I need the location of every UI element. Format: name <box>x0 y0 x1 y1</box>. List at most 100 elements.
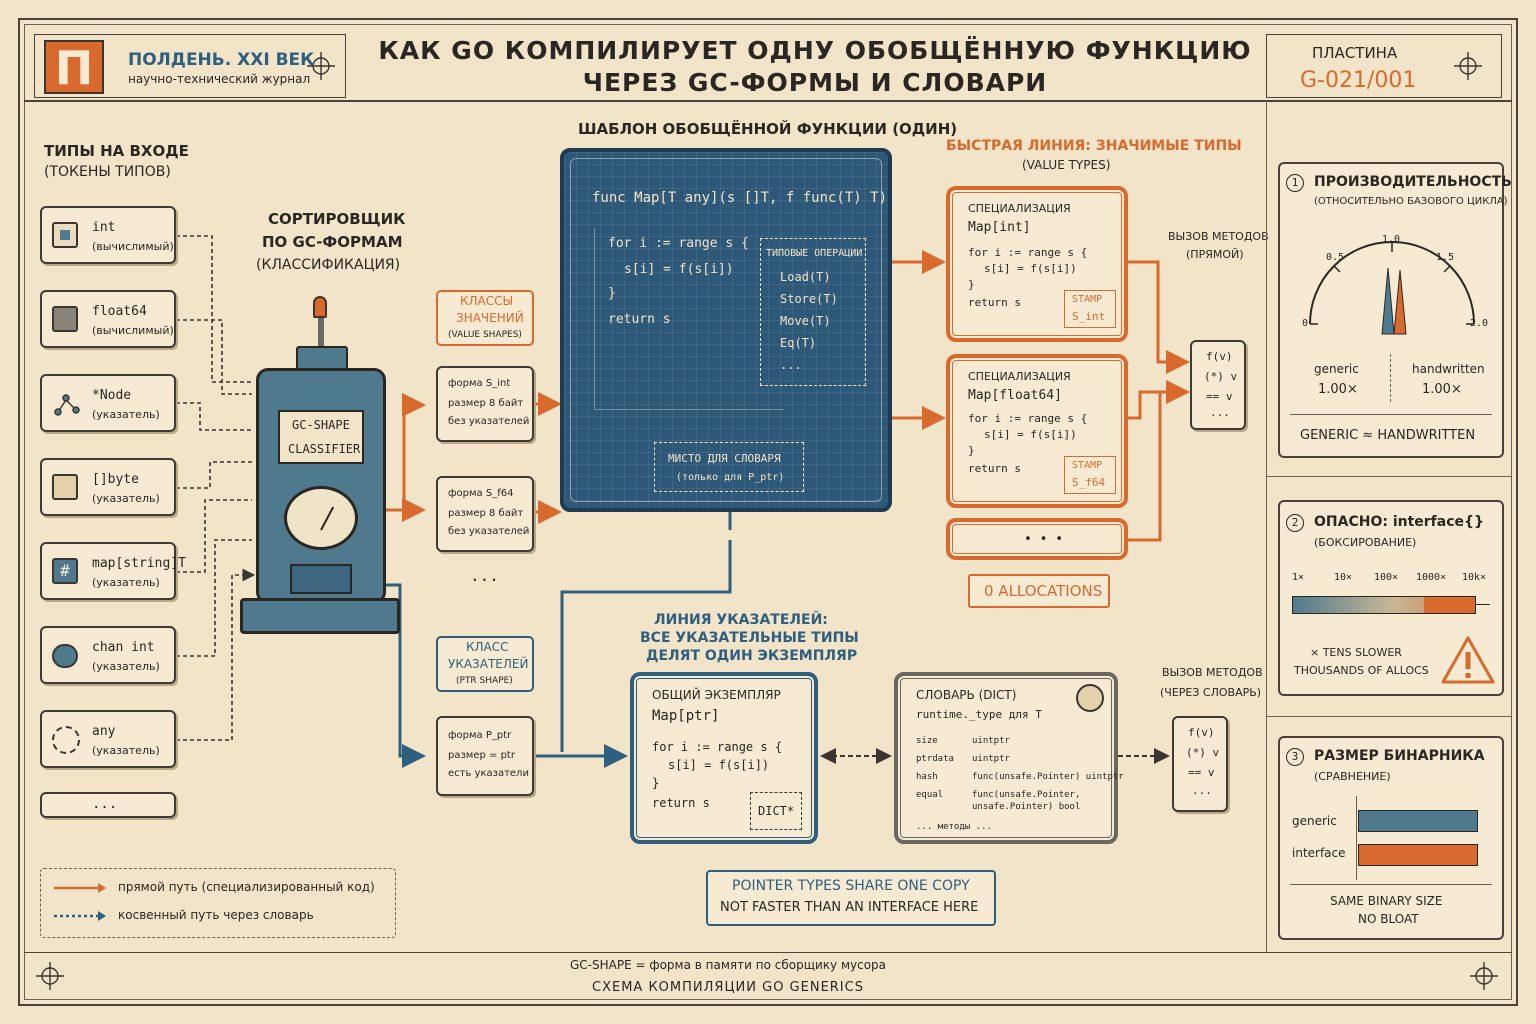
allocations-label: 0 ALLOCATIONS <box>984 582 1103 600</box>
machine-label: GC-SHAPE <box>292 418 350 432</box>
journal-name: ПОЛДЕНЬ. XXI ВЕК <box>128 50 315 70</box>
spec-code-line: } <box>968 278 975 291</box>
spec-map-int[interactable]: СПЕЦИАЛИЗАЦИЯ Map[int] for i := range s … <box>946 186 1128 342</box>
fast-lane-title: БЫСТРАЯ ЛИНИЯ: ЗНАЧИМЫЕ ТИПЫ <box>946 138 1242 154</box>
legend-indirect: косвенный путь через словарь <box>118 908 314 922</box>
perf-generic-value: 1.00× <box>1318 382 1358 397</box>
chip-icon <box>52 222 78 248</box>
page-title-line1: КАК GO КОМПИЛИРУЕТ ОДНУ ОБОБЩЁННУЮ ФУНКЦ… <box>378 36 1252 65</box>
ptr-lane-title-3: ДЕЛЯТ ОДИН ЭКЗЕМПЛЯР <box>646 648 858 664</box>
page-title-line2: ЧЕРЕЗ GC-ФОРМЫ И СЛОВАРИ <box>582 68 1048 97</box>
value-classes-label <box>436 290 534 346</box>
template-code-line: s[i] = f(s[i]) <box>624 262 734 277</box>
graph-icon <box>52 390 80 418</box>
fast-lane-subtitle: (VALUE TYPES) <box>1022 158 1111 172</box>
footer-divider <box>24 952 1512 953</box>
dict-tag <box>750 792 802 830</box>
type-op: Eq(T) <box>780 336 817 350</box>
danger-title: ОПАСНО: interface{} <box>1314 514 1484 530</box>
gauge-tick: 0 <box>1302 318 1309 329</box>
slowdown-scale-bar <box>1292 596 1476 614</box>
type-token-chan[interactable]: chan int (указатель) <box>40 626 176 684</box>
spec-code-line: for i := range s { <box>968 246 1088 259</box>
shape-s-f64[interactable]: форма S_f64 размер 8 байт без указателей <box>436 476 534 552</box>
dict-call-ops: f(v) (*) v == v ... <box>1172 716 1228 812</box>
shape-line: размер 8 байт <box>448 508 524 519</box>
shape-line: без указателей <box>448 416 530 427</box>
ptr-class-title-2: УКАЗАТЕЛЕЙ <box>448 657 529 671</box>
dict-slot-sublabel: (только для P_ptr) <box>676 472 785 483</box>
spec-name: Map[float64] <box>968 388 1062 403</box>
direct-call-sublabel: (ПРЯМОЙ) <box>1186 248 1244 261</box>
sorter-title: СОРТИРОВЩИК <box>268 210 406 228</box>
slice-icon <box>52 474 78 500</box>
dictionary-card[interactable]: СЛОВАРЬ (DICT) runtime._type для T size … <box>894 672 1124 844</box>
binsize-subtitle: (СРАВНЕНИЕ) <box>1314 770 1391 783</box>
shared-code-line: } <box>652 776 660 790</box>
hash-icon: # <box>52 558 78 584</box>
outer-frame <box>18 18 1518 1006</box>
type-kind: (указатель) <box>92 744 160 757</box>
legend-arrows <box>54 883 106 921</box>
spec-code-line: for i := range s { <box>968 412 1088 425</box>
legend <box>40 868 396 938</box>
dictionary-subtitle: runtime._type для T <box>916 708 1042 721</box>
type-name: *Node <box>92 388 132 403</box>
template-code-line: } <box>608 286 616 301</box>
template-signature: func Map[T any](s []T, f func(T) T) []T <box>592 190 921 206</box>
type-token-float64[interactable]: float64 (вычислимый) <box>40 290 176 348</box>
stamp <box>1064 456 1116 494</box>
spec-code-line: return s <box>968 462 1021 475</box>
template-code-line: for i := range s { <box>608 236 749 251</box>
side-divider <box>1266 716 1512 717</box>
shape-line: форма P_ptr <box>448 730 512 741</box>
perf-handwritten-label: handwritten <box>1412 362 1485 376</box>
sorter-subtitle: (КЛАССИФИКАЦИЯ) <box>256 257 401 273</box>
dict-call-label: ВЫЗОВ МЕТОДОВ <box>1162 666 1263 679</box>
type-token-map[interactable]: # map[string]T (указатель) <box>40 542 186 600</box>
shape-line: размер 8 байт <box>448 398 524 409</box>
type-name: int <box>92 220 116 235</box>
spec-label: СПЕЦИАЛИЗАЦИЯ <box>968 202 1071 215</box>
dict-value: func(unsafe.Pointer, <box>972 790 1081 800</box>
ptr-class-subtitle: (PTR SHAPE) <box>456 676 513 686</box>
perf-handwritten-value: 1.00× <box>1422 382 1462 397</box>
spec-code-line: s[i] = f(s[i]) <box>984 262 1077 275</box>
perf-generic-label: generic <box>1314 362 1359 376</box>
dict-value: uintptr <box>972 754 1010 764</box>
shape-s-int[interactable]: форма S_int размер 8 байт без указателей <box>436 366 534 442</box>
dict-key: hash <box>916 772 938 782</box>
ptr-class-label <box>436 636 534 692</box>
bar-generic <box>1358 810 1478 832</box>
allocations-badge <box>968 574 1110 608</box>
call-op: (*) v <box>1204 370 1238 383</box>
performance-title: ПРОИЗВОДИТЕЛЬНОСТЬ <box>1314 174 1512 190</box>
gauge-tick: 2.0 <box>1470 318 1489 329</box>
dict-tag-label: DICT* <box>758 804 795 818</box>
binsize-title: РАЗМЕР БИНАРНИКА <box>1314 748 1485 764</box>
lever-knob <box>313 296 327 318</box>
shape-p-ptr[interactable]: форма P_ptr размер = ptr есть указатели <box>436 716 534 796</box>
direct-call-label: ВЫЗОВ МЕТОДОВ <box>1168 230 1269 243</box>
plate-block <box>1266 34 1502 98</box>
dict-value: func(unsafe.Pointer) uintptr <box>972 772 1124 782</box>
shared-instance-card[interactable]: ОБЩИЙ ЭКЗЕМПЛЯР Map[ptr] for i := range … <box>630 672 818 844</box>
danger-subtitle: (БОКСИРОВАНИЕ) <box>1314 536 1417 549</box>
plate-label: ПЛАСТИНА <box>1312 44 1398 62</box>
spec-map-float64[interactable]: СПЕЦИАЛИЗАЦИЯ Map[float64] for i := rang… <box>946 354 1128 508</box>
type-token-any[interactable]: any (указатель) <box>40 710 176 768</box>
shape-line: есть указатели <box>448 768 529 779</box>
type-token-node[interactable]: *Node (указатель) <box>40 374 176 432</box>
type-kind: (указатель) <box>92 576 160 589</box>
type-token-byteslice[interactable]: []byte (указатель) <box>40 458 176 516</box>
type-token-int[interactable]: int (вычислимый) <box>40 206 176 264</box>
more-ellipsis: ... <box>92 796 118 812</box>
shared-code-line: for i := range s { <box>652 740 783 754</box>
dict-value: uintptr <box>972 736 1010 746</box>
journal-block <box>34 34 346 98</box>
shape-line: без указателей <box>448 526 530 537</box>
gauge-icon <box>284 486 358 550</box>
type-name: any <box>92 724 116 739</box>
call-op: (*) v <box>1186 746 1220 759</box>
